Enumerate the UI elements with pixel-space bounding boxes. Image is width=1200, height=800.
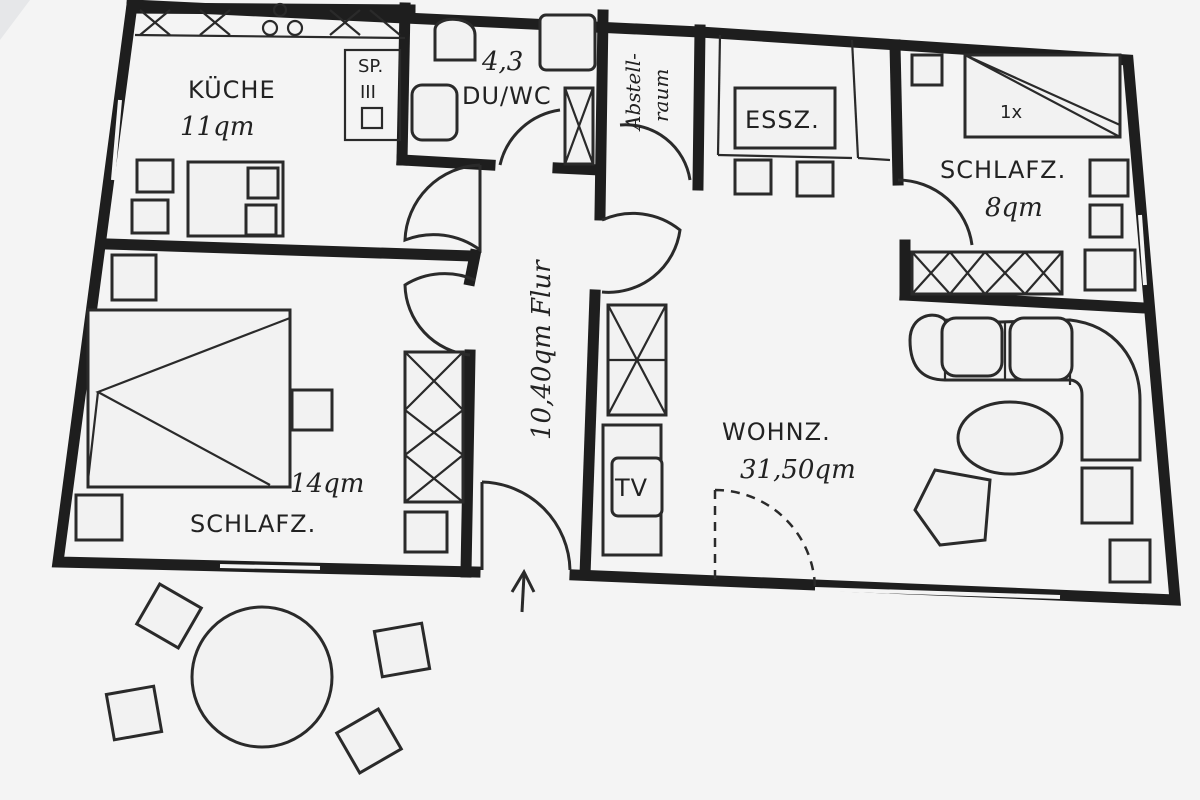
tv-label: TV bbox=[614, 474, 648, 502]
bed-mark: 1x bbox=[1000, 102, 1022, 123]
large-bedroom-area: 14qm bbox=[290, 469, 364, 499]
small-bedroom-area: 8qm bbox=[985, 193, 1043, 223]
windows bbox=[111, 99, 1147, 599]
kitchen-furniture bbox=[130, 2, 406, 238]
kitchen-name: KÜCHE bbox=[188, 75, 276, 104]
doors bbox=[403, 108, 974, 591]
sp-label: SP. bbox=[358, 56, 383, 77]
living-room-furniture bbox=[601, 303, 1152, 584]
hallway-label: 10,40qm Flur bbox=[527, 259, 557, 440]
dining-name: ESSZ. bbox=[745, 106, 820, 134]
storage-label-2: raum bbox=[649, 69, 673, 122]
bath-name: DU/WC bbox=[462, 82, 552, 110]
living-room-name: WOHNZ. bbox=[722, 418, 831, 446]
large-bedroom-furniture bbox=[74, 253, 465, 554]
kitchen-area: 11qm bbox=[180, 112, 254, 142]
walls bbox=[51, 0, 1182, 606]
arrow-up-icon bbox=[510, 568, 536, 613]
storage-label-1: Abstell- bbox=[621, 53, 645, 132]
dining-furniture bbox=[733, 86, 837, 198]
small-bedroom-name: SCHLAFZ. bbox=[940, 156, 1066, 184]
large-bedroom-name: SCHLAFZ. bbox=[190, 510, 316, 538]
sp-mark: III bbox=[360, 82, 376, 103]
small-bedroom-furniture bbox=[910, 53, 1137, 296]
living-room-area: 31,50qm bbox=[740, 455, 856, 485]
terrace-furniture bbox=[104, 582, 432, 775]
bath-area: 4,3 bbox=[481, 47, 523, 77]
bathroom-fixtures bbox=[410, 13, 597, 166]
